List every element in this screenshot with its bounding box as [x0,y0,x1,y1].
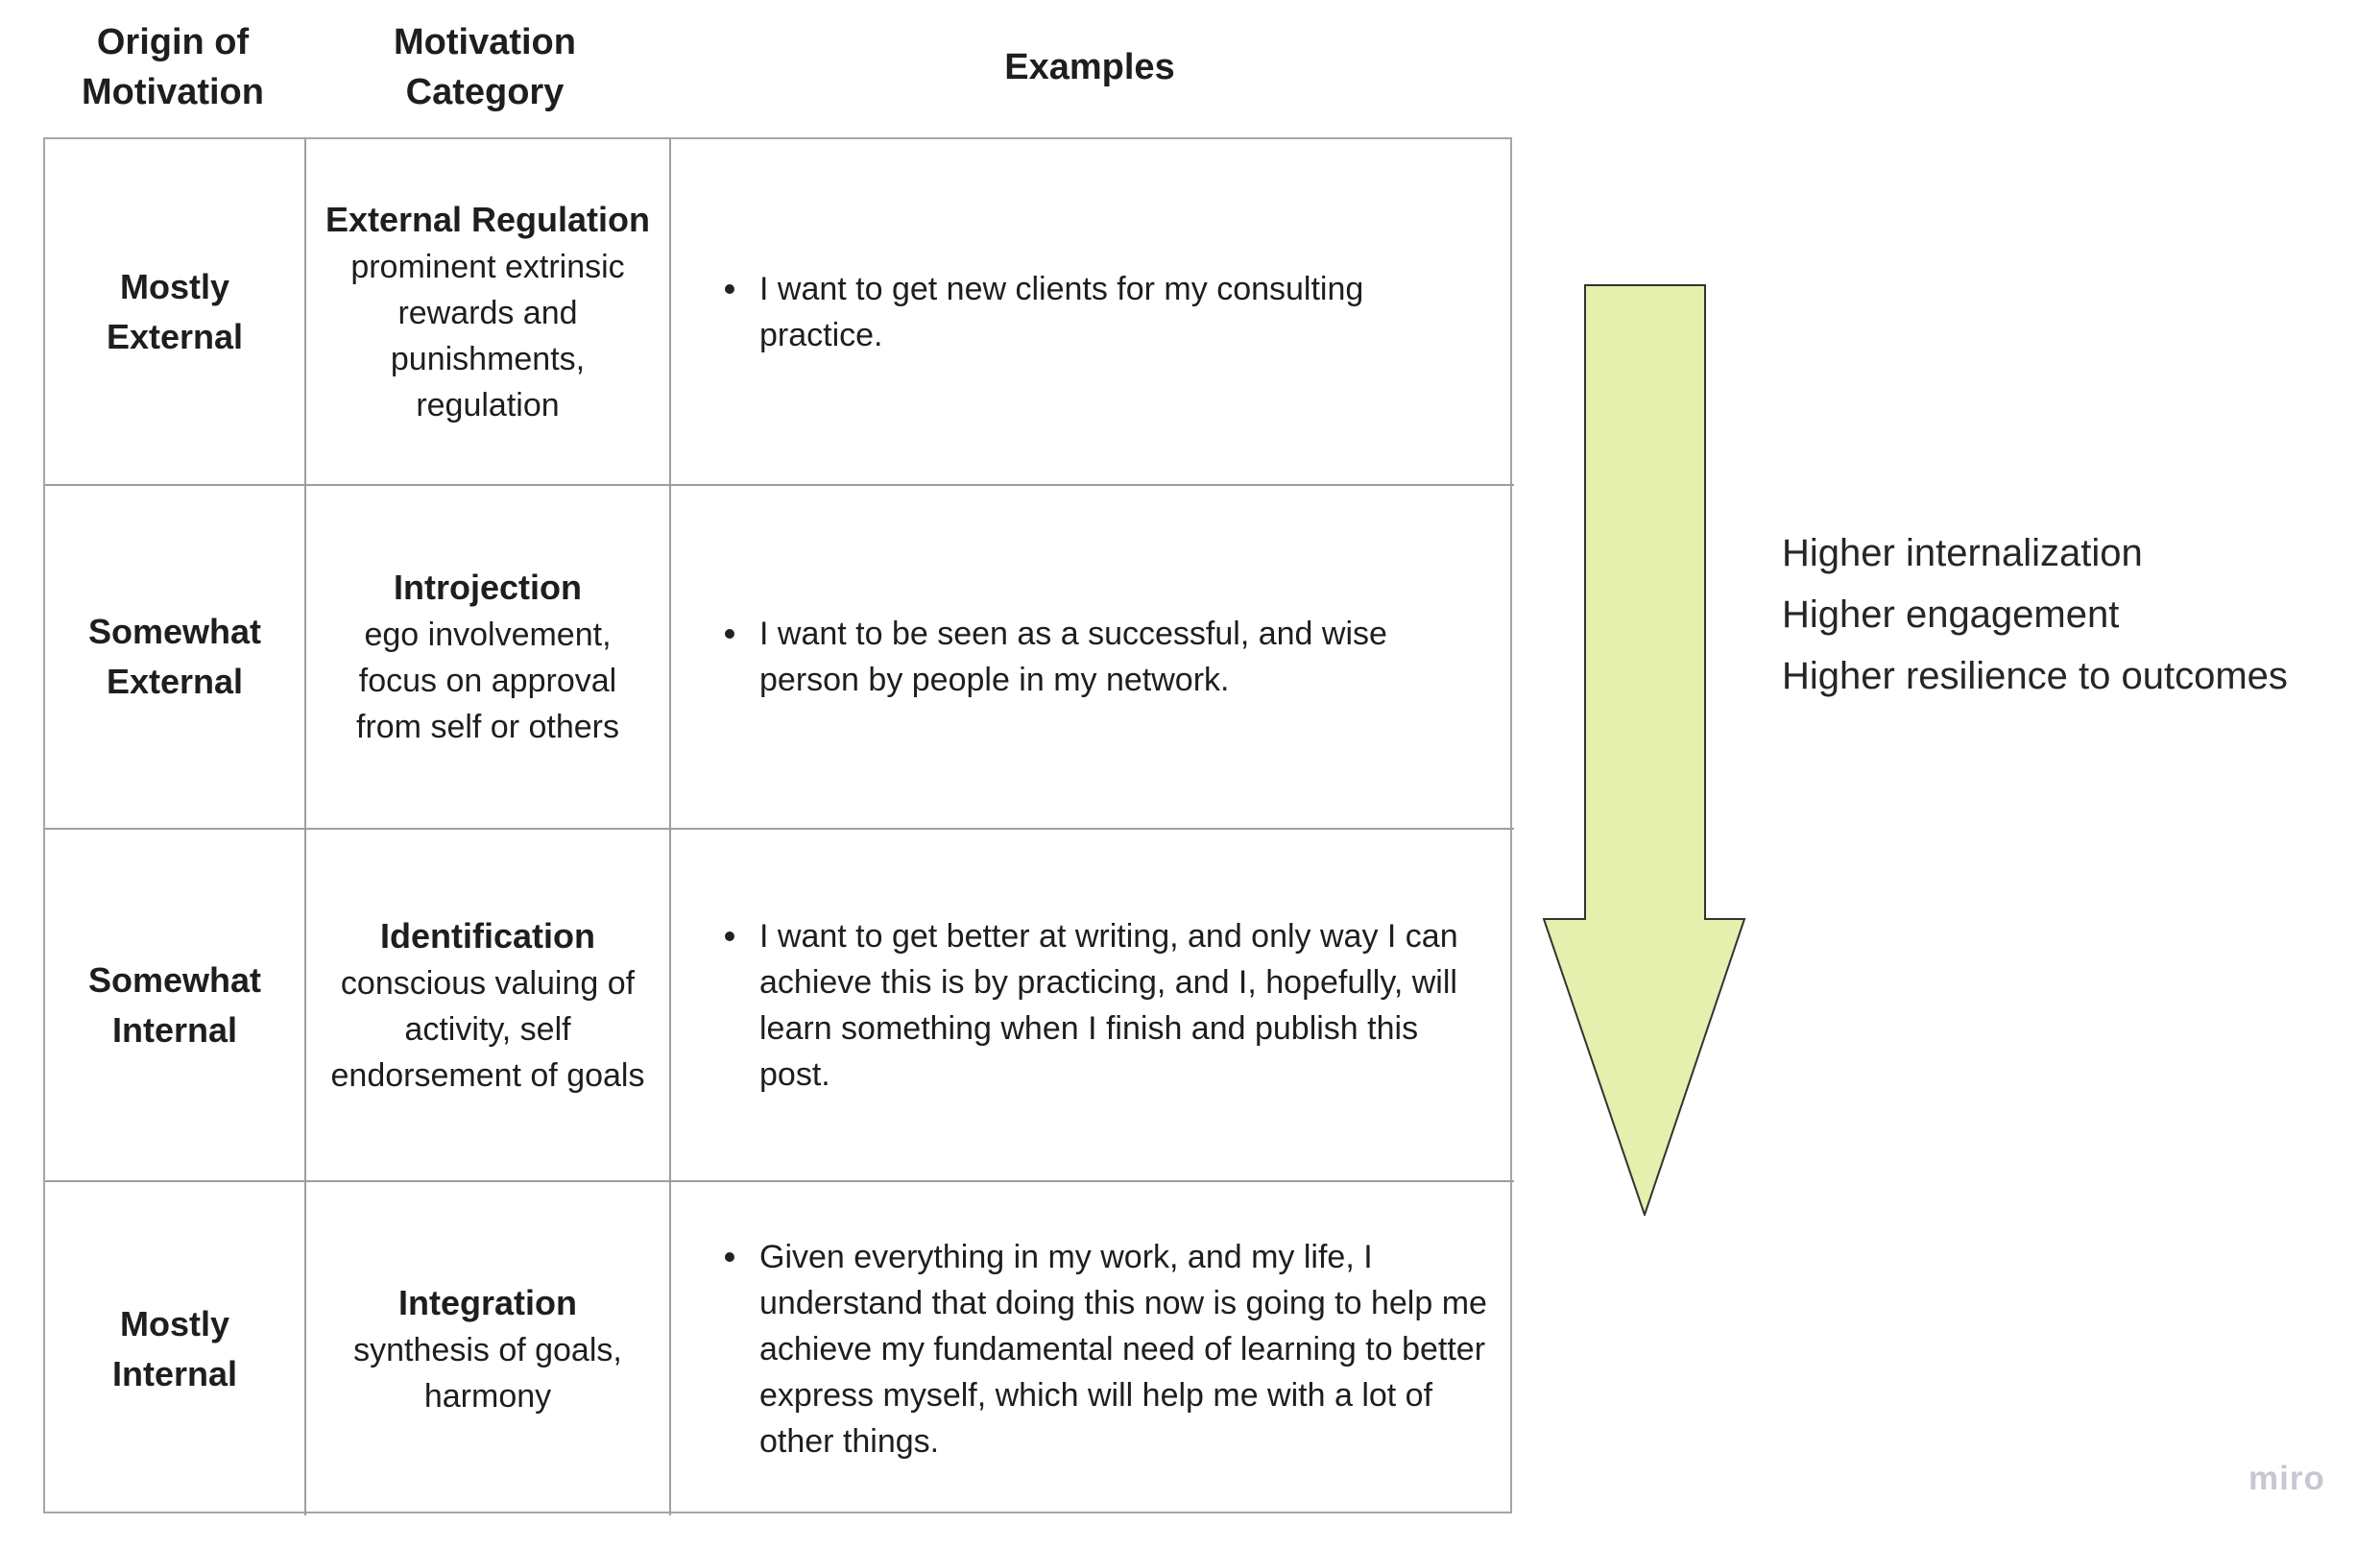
header-origin-of-motivation: Origin of Motivation [43,0,302,134]
table-cell-example: I want to get new clients for my consult… [669,139,1514,484]
arrow-annotation: Higher internalization Higher engagement… [1782,522,2288,707]
motivation-table: Mostly External External Regulation prom… [43,137,1514,1515]
origin-label: Mostly External [106,266,244,356]
table-cell-example: I want to get better at writing, and onl… [669,828,1514,1180]
miro-watermark: miro [2248,1460,2325,1497]
table-cell-example: I want to be seen as a successful, and w… [669,484,1514,828]
bullet-icon [725,1251,734,1262]
header-label: Motivation Category [394,22,576,112]
origin-label: Mostly Internal [111,1303,238,1393]
category-description: prominent extrinsic rewards and punishme… [350,248,625,424]
table-cell-origin: Somewhat Internal [45,828,304,1180]
category-description: synthesis of goals, harmony [353,1331,622,1415]
category-title: Integration [398,1282,577,1322]
category-title: Identification [380,915,595,956]
origin-label: Somewhat External [87,612,262,701]
table-cell-category: Integration synthesis of goals, harmony [304,1180,669,1515]
category-description: ego involvement, focus on approval from … [356,617,619,745]
header-label: Origin of Motivation [82,22,264,112]
bullet-icon [725,283,734,294]
example-text: I want to get better at writing, and onl… [759,917,1458,1093]
table-cell-category: External Regulation prominent extrinsic … [304,139,669,484]
header-examples: Examples [667,0,1512,134]
origin-label: Somewhat Internal [87,959,262,1050]
category-title: External Regulation [325,199,651,239]
annotation-line: Higher resilience to outcomes [1782,655,2288,697]
category-description: conscious valuing of activity, self endo… [330,964,645,1094]
table-cell-origin: Mostly External [45,139,304,484]
down-arrow-icon [1543,284,1746,1216]
table-cell-origin: Somewhat External [45,484,304,828]
header-label: Examples [1004,47,1175,87]
annotation-line: Higher internalization [1782,532,2143,574]
annotation-line: Higher engagement [1782,593,2120,636]
bullet-icon [725,931,734,941]
example-text: I want to be seen as a successful, and w… [759,616,1387,698]
table-cell-category: Identification conscious valuing of acti… [304,828,669,1180]
header-motivation-category: Motivation Category [302,0,667,134]
example-text: Given everything in my work, and my life… [759,1238,1487,1460]
table-header-row: Origin of Motivation Motivation Category… [43,0,1512,134]
bullet-icon [725,629,734,639]
category-title: Introjection [394,568,582,607]
table-cell-category: Introjection ego involvement, focus on a… [304,484,669,828]
table-cell-origin: Mostly Internal [45,1180,304,1515]
table-cell-example: Given everything in my work, and my life… [669,1180,1514,1515]
example-text: I want to get new clients for my consult… [759,270,1364,353]
